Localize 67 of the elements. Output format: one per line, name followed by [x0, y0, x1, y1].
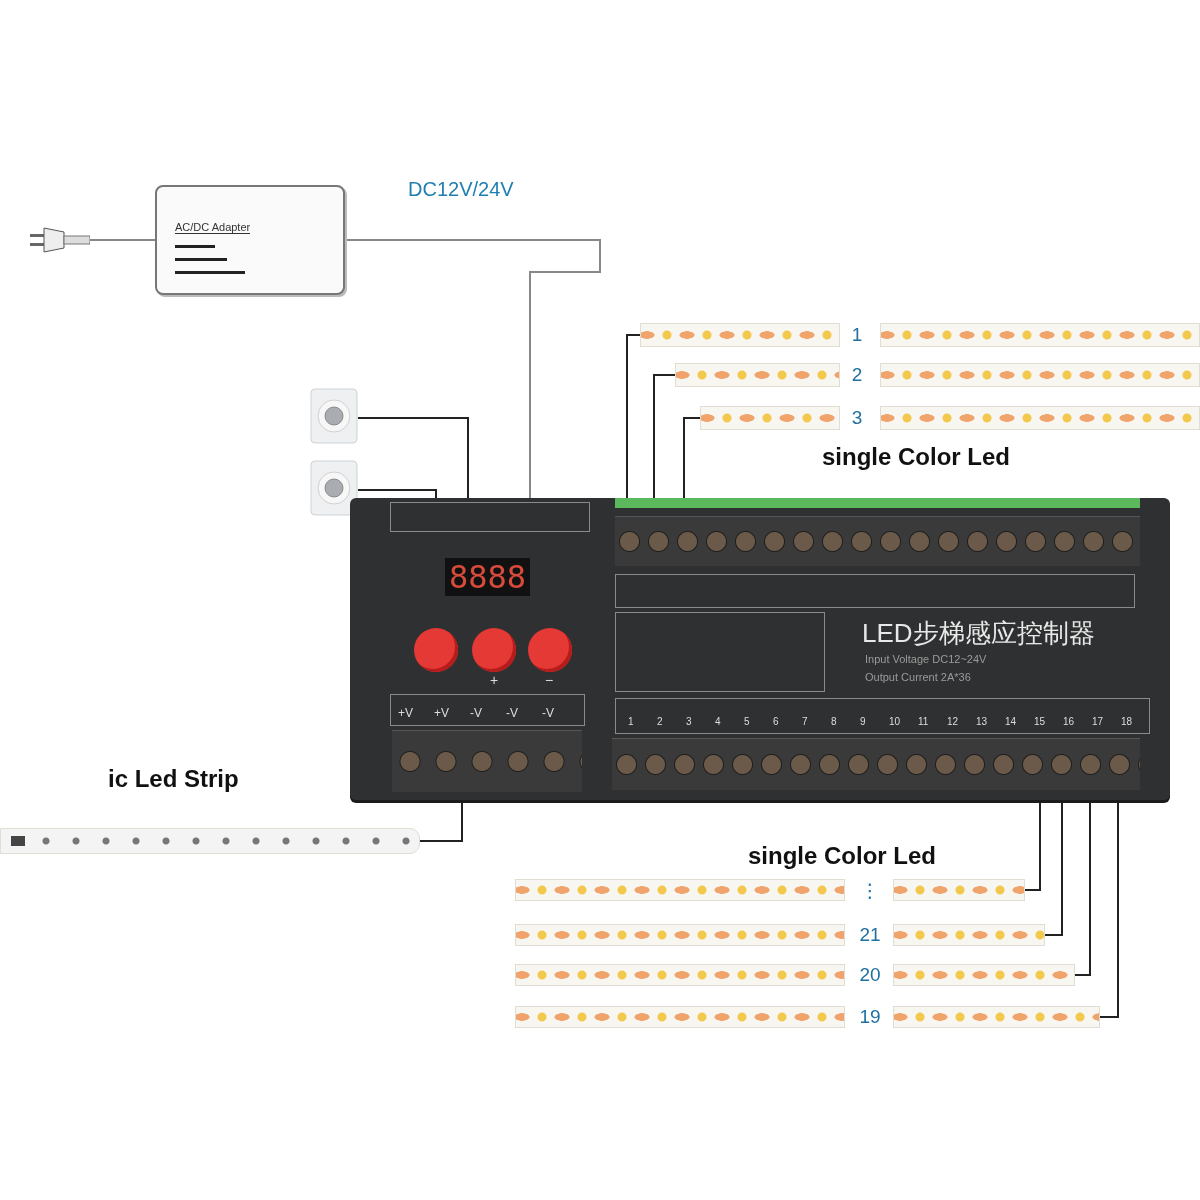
led-strip: [893, 879, 1025, 901]
terminal-label: 11: [918, 716, 929, 727]
led-strip: [880, 406, 1200, 430]
terminal-label: 10: [889, 716, 901, 727]
terminal-label: -V: [506, 706, 518, 720]
controller-title: LED步梯感应控制器: [862, 617, 1095, 650]
screw-terminal-block: [612, 738, 1140, 790]
wire: [344, 239, 601, 499]
strip-caption: single Color Led: [748, 842, 936, 870]
adapter-box: [155, 185, 345, 295]
wire: [357, 417, 469, 499]
terminal-label: 15: [1034, 716, 1046, 727]
terminal-label: 4: [715, 716, 721, 727]
screw-terminal-block: [392, 730, 582, 792]
screw-terminal-block: [615, 516, 1140, 566]
strip-number: 21: [858, 924, 882, 946]
spec-text: Input Voltage DC12~24V: [865, 653, 987, 665]
strip-number: 3: [850, 407, 864, 429]
terminal-label: -V: [470, 706, 482, 720]
terminal-label: 1: [628, 716, 634, 727]
terminal-label: +V: [434, 706, 449, 720]
terminal-label: −: [545, 672, 554, 688]
terminal-label: 6: [773, 716, 779, 727]
strip-number: 2: [850, 364, 864, 386]
led-strip: [893, 1006, 1100, 1028]
controller-box: [350, 498, 1170, 800]
adapter-label: AC/DC Adapter: [175, 221, 251, 234]
led-strip: [880, 323, 1200, 347]
strip-number: ⋮: [859, 879, 881, 902]
terminal-label: 5: [744, 716, 750, 727]
wire: [89, 239, 156, 241]
led-strip: [893, 924, 1045, 946]
terminal-label: 7: [802, 716, 808, 727]
wire: [653, 374, 676, 499]
strip-caption: single Color Led: [822, 443, 1010, 471]
terminal-label: 12: [947, 716, 959, 727]
terminal-label: 13: [976, 716, 988, 727]
terminal-label: 16: [1063, 716, 1075, 727]
wire: [357, 489, 437, 499]
strip-number: 1: [850, 324, 864, 346]
wire: [683, 417, 701, 499]
terminal-label: 3: [686, 716, 692, 727]
led-strip: [515, 924, 845, 946]
led-strip: [515, 1006, 845, 1028]
led-strip: [700, 406, 840, 430]
terminal-label: 17: [1092, 716, 1104, 727]
led-strip: [893, 964, 1075, 986]
led-strip: [675, 363, 840, 387]
terminal-label: 18: [1121, 716, 1133, 727]
strip-number: 20: [858, 964, 882, 986]
spec-text: Output Current 2A*36: [865, 671, 971, 683]
terminal-label: 9: [860, 716, 866, 727]
terminal-label: 8: [831, 716, 837, 727]
terminal-label: +V: [398, 706, 413, 720]
terminal-label: -V: [542, 706, 554, 720]
ic-led-strip: [0, 828, 420, 854]
wire: [626, 334, 641, 499]
strip-number: 19: [858, 1006, 882, 1028]
terminal-label: 2: [657, 716, 663, 727]
led-strip: [880, 363, 1200, 387]
terminal-label: 14: [1005, 716, 1017, 727]
led-strip: [640, 323, 840, 347]
led-strip: [515, 879, 845, 901]
terminal-label: +: [490, 672, 499, 688]
led-strip: [515, 964, 845, 986]
digit-display: 8888: [445, 558, 531, 596]
strip-caption: ic Led Strip: [108, 765, 239, 793]
